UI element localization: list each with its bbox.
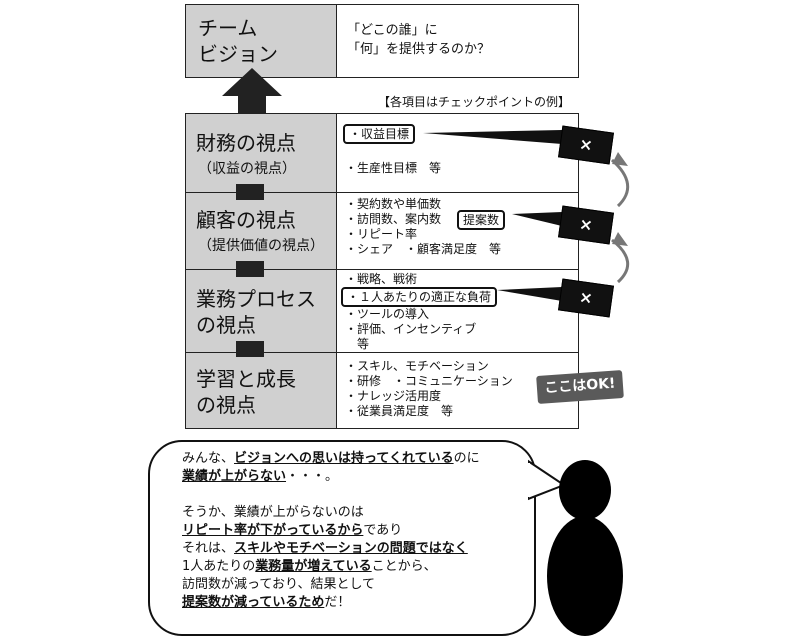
process-checkpoints-cell: ・戦略、戦術 ・１人あたりの適正な負荷 ・ツールの導入 ・評価、インセンティブ … (336, 269, 579, 353)
speech-line-3: そうか、業績が上がらないのは (182, 505, 364, 520)
speech-line-5: それは、スキルやモチベーションの問題ではなく (182, 541, 468, 556)
ok-badge: ここはOK! (536, 370, 624, 404)
process-item-5: 等 (345, 337, 370, 351)
speech-line-7: 訪問数が減っており、結果として (182, 577, 376, 592)
finance-checkpoints-cell: ・収益目標 ・生産性目標 等 (336, 113, 579, 193)
finance-title: 財務の視点 (196, 131, 296, 155)
customer-item-2: ・訪問数、案内数 (345, 212, 442, 226)
revenue-target-box: ・収益目標 (343, 124, 416, 144)
vision-desc-line2: 「何」を提供するのか？ (347, 42, 491, 57)
process-title-line1: 業務プロセス (196, 287, 316, 311)
connector-1 (236, 184, 264, 200)
speech-bubble-tail (528, 459, 567, 501)
process-title-line2: の視点 (196, 313, 256, 337)
connector-2 (236, 261, 264, 277)
person-silhouette-icon (547, 460, 623, 636)
workload-box: ・１人あたりの適正な負荷 (341, 287, 498, 307)
customer-subtitle: （提供価値の視点） (198, 238, 324, 254)
vision-title-cell: チーム ビジョン (185, 4, 337, 78)
speech-line-1: みんな、ビジョンへの思いは持ってくれているのに (182, 451, 480, 466)
customer-item-1: ・契約数や単価数 (345, 197, 442, 211)
productivity-target-item: ・生産性目標 等 (345, 161, 442, 175)
speech-text: みんな、ビジョンへの思いは持ってくれているのに 業績が上がらない・・・。 そうか… (182, 450, 480, 612)
process-item-1: ・戦略、戦術 (345, 272, 418, 286)
learning-item-4: ・従業員満足度 等 (345, 404, 454, 418)
learning-item-1: ・スキル、モチベーション (345, 359, 489, 373)
learning-item-2: ・研修 ・コミュニケーション (345, 374, 513, 388)
revenue-target-item: ・収益目標 (349, 127, 410, 141)
finance-perspective-cell: 財務の視点 （収益の視点） (185, 113, 337, 193)
process-item-3: ・ツールの導入 (345, 307, 430, 321)
speech-bubble (148, 440, 536, 636)
customer-item-4: ・シェア ・顧客満足度 等 (345, 242, 502, 256)
learning-item-3: ・ナレッジ活用度 (345, 389, 442, 403)
up-arrow-icon (222, 68, 282, 120)
connector-3 (236, 341, 264, 357)
speech-line-2: 業績が上がらない・・・。 (182, 469, 339, 484)
proposals-box: 提案数 (457, 210, 506, 230)
customer-perspective-cell: 顧客の視点 （提供価値の視点） (185, 192, 337, 270)
process-item-4: ・評価、インセンティブ (345, 322, 477, 336)
vision-title-line1: チーム (198, 16, 258, 40)
customer-title: 顧客の視点 (196, 208, 296, 232)
vision-description-cell: 「どこの誰」に 「何」を提供するのか？ (336, 4, 579, 78)
vision-desc-line1: 「どこの誰」に (347, 23, 438, 38)
vision-title-line2: ビジョン (198, 42, 278, 66)
process-item-2: ・１人あたりの適正な負荷 (347, 290, 492, 304)
speech-line-8: 提案数が減っているためだ！ (182, 595, 351, 610)
learning-perspective-cell: 学習と成長 の視点 (185, 352, 337, 429)
checkpoint-label: 【各項目はチェックポイントの例】 (378, 95, 571, 109)
speech-line-6: 1人あたりの業務量が増えていることから、 (182, 559, 437, 574)
finance-subtitle: （収益の視点） (198, 161, 296, 177)
speech-line-4: リピート率が下がっているからであり (182, 523, 403, 538)
learning-title-line2: の視点 (196, 393, 256, 417)
customer-checkpoints-cell: ・契約数や単価数 ・訪問数、案内数 ・リピート率 ・シェア ・顧客満足度 等 提… (336, 192, 579, 270)
customer-item-3: ・リピート率 (345, 227, 418, 241)
learning-title-line1: 学習と成長 (196, 367, 296, 391)
